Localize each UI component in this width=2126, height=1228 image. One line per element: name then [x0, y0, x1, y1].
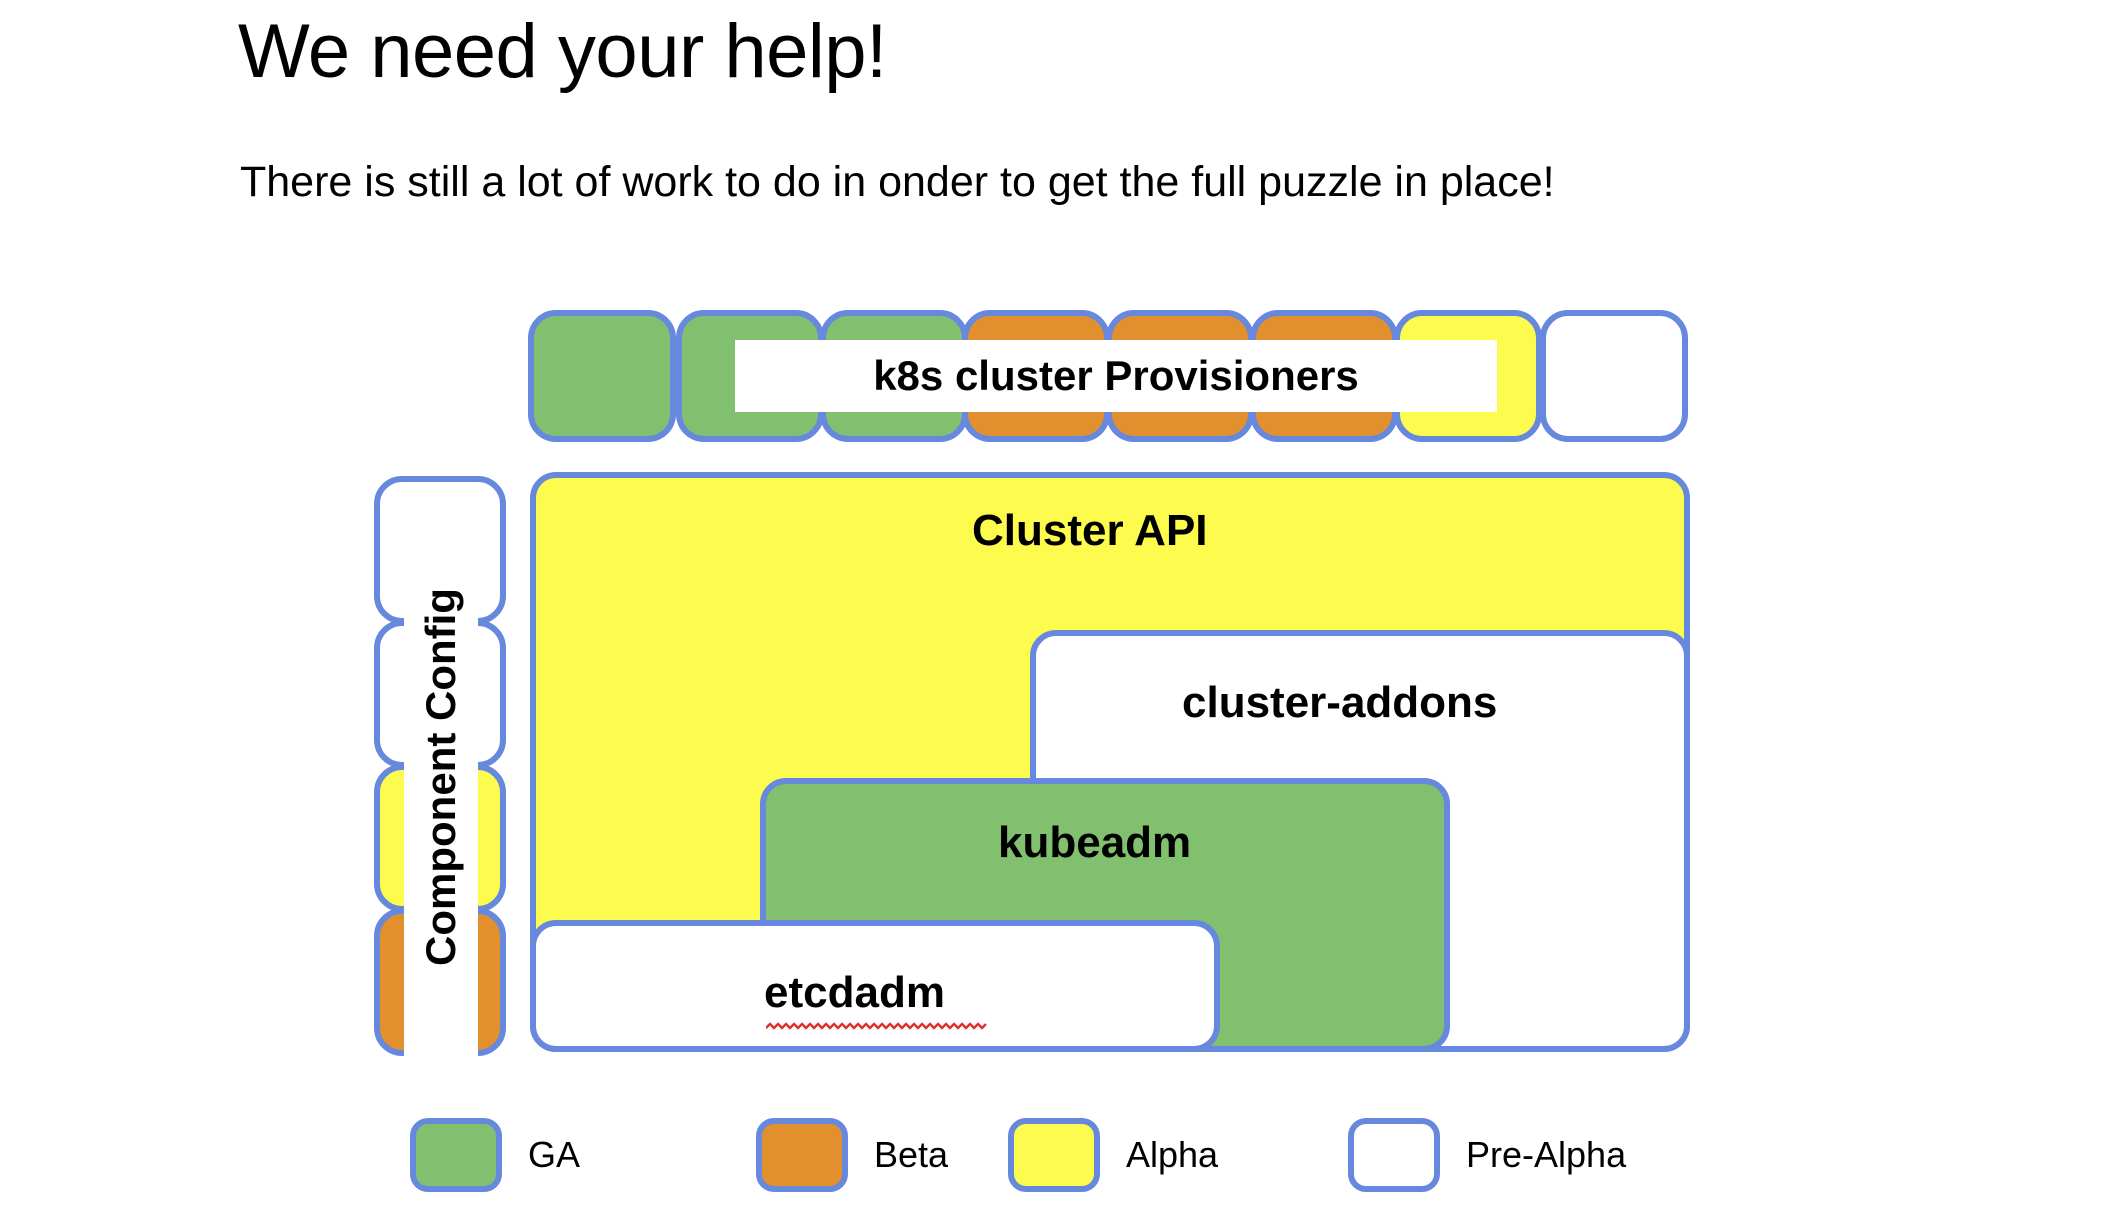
provisioners-label: k8s cluster Provisioners — [735, 340, 1497, 412]
etcdadm-box[interactable] — [530, 920, 1220, 1052]
legend-item-ga: GA — [410, 1118, 580, 1192]
cluster-addons-label: cluster-addons — [1182, 678, 1498, 727]
provisioner-box-8[interactable] — [1540, 310, 1688, 442]
legend-label-beta: Beta — [874, 1134, 949, 1175]
legend-item-beta: Beta — [756, 1118, 948, 1192]
cluster-api-label: Cluster API — [972, 506, 1208, 555]
kubeadm-label: kubeadm — [998, 818, 1192, 867]
component-config-label: Component Config — [404, 492, 478, 1062]
legend-label-alpha: Alpha — [1126, 1134, 1219, 1175]
legend: GA Beta Alpha Pre-Alpha — [0, 1118, 2126, 1214]
legend-item-pre-alpha: Pre-Alpha — [1348, 1118, 1626, 1192]
page-subtitle: There is still a lot of work to do in on… — [240, 158, 1555, 206]
component-config-label-text: Component Config — [417, 588, 465, 966]
legend-swatch-ga — [410, 1118, 502, 1192]
etcdadm-label: etcdadm — [764, 968, 945, 1017]
provisioner-box-1[interactable] — [528, 310, 676, 442]
spellcheck-underline-icon — [766, 1022, 987, 1030]
legend-swatch-pre-alpha — [1348, 1118, 1440, 1192]
legend-swatch-alpha — [1008, 1118, 1100, 1192]
legend-swatch-beta — [756, 1118, 848, 1192]
legend-label-pre-alpha: Pre-Alpha — [1466, 1134, 1627, 1175]
page-title: We need your help! — [238, 9, 887, 94]
legend-label-ga: GA — [528, 1134, 581, 1175]
legend-item-alpha: Alpha — [1008, 1118, 1218, 1192]
